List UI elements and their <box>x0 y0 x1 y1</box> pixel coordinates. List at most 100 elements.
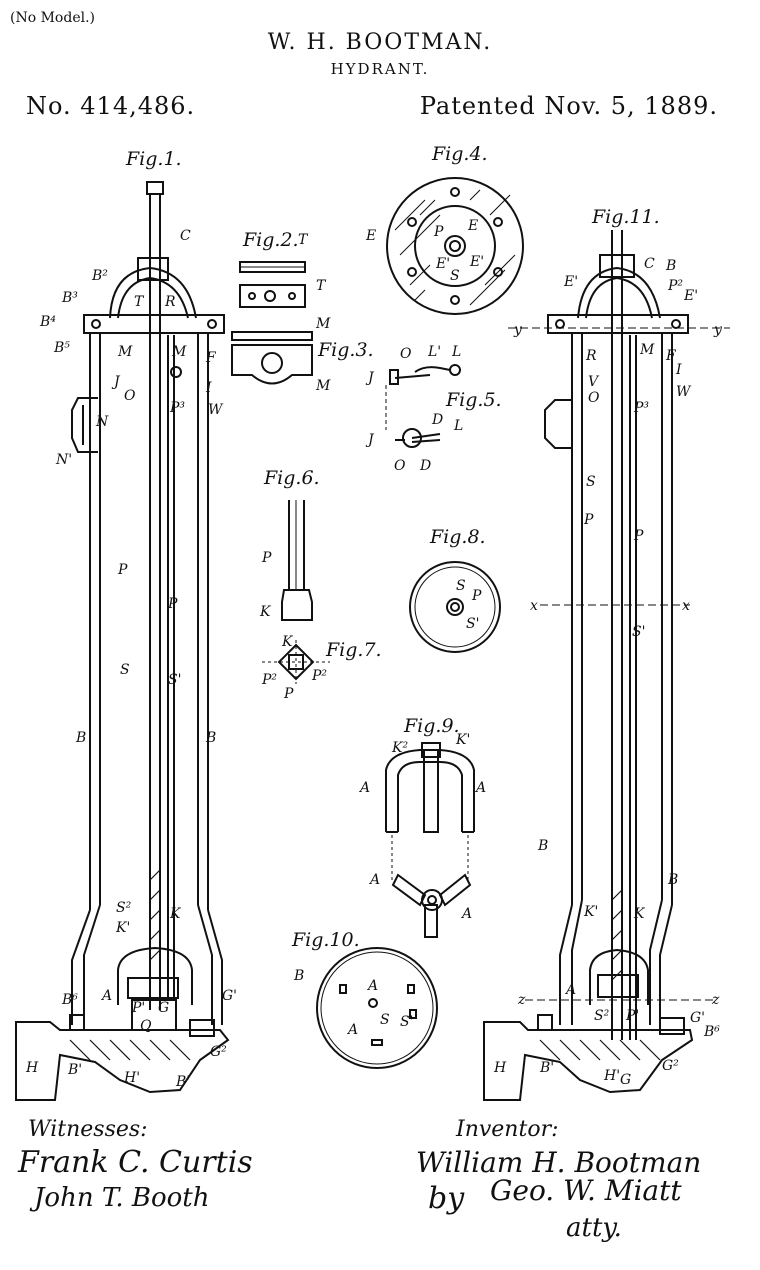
ref-label: G' <box>222 988 237 1004</box>
fig10-labels: B A S S' A <box>293 968 413 1038</box>
fig8-title: Fig.8. <box>429 526 486 548</box>
ref-label: A <box>366 978 378 994</box>
ref-label: N <box>95 414 109 430</box>
ref-label: P³ <box>633 400 649 416</box>
fig4-hatching <box>395 190 515 305</box>
ref-label: G² <box>662 1058 679 1074</box>
ref-label: S' <box>400 1014 413 1030</box>
ref-label: I <box>205 380 212 396</box>
fig3-drawing <box>232 332 312 384</box>
ref-label: D <box>431 412 443 428</box>
ref-label: T <box>316 278 327 294</box>
ref-label: x <box>682 598 690 614</box>
ref-label: T <box>298 232 309 248</box>
ref-label: S <box>380 1012 390 1028</box>
ref-label: K <box>169 906 182 922</box>
ref-label: C <box>644 256 655 272</box>
ref-label: H <box>25 1060 39 1076</box>
fig4-drawing <box>387 178 523 314</box>
ref-label: S <box>586 474 596 490</box>
ref-label: P <box>261 550 272 566</box>
ref-label: F <box>205 350 217 366</box>
ref-label: y <box>513 322 523 338</box>
ref-label: x <box>530 598 538 614</box>
ref-label: B <box>293 968 304 984</box>
fig4-labels: E P E E' E' S <box>365 218 484 284</box>
ref-label: K' <box>115 920 130 936</box>
ref-label: G' <box>690 1010 705 1026</box>
ref-label: B <box>667 872 678 888</box>
fig1-title: Fig.1. <box>125 148 182 170</box>
ref-label: W <box>208 402 224 418</box>
ref-label: G <box>620 1072 631 1088</box>
ref-label: P <box>117 562 128 578</box>
fig11-drawing <box>484 230 730 1100</box>
fig5-title: Fig.5. <box>445 389 502 411</box>
fig8-labels: S P S' <box>456 578 482 632</box>
fig8-drawing <box>410 562 500 652</box>
figure-titles: Fig.1. Fig.2. Fig.3. Fig.4. Fig.5. Fig.6… <box>125 143 660 951</box>
ref-label: M <box>315 378 331 394</box>
ref-label: H' <box>123 1070 140 1086</box>
ref-label: H' <box>603 1068 620 1084</box>
inventor-heading: Inventor: <box>455 1117 559 1142</box>
ref-label: P² <box>311 668 327 684</box>
ref-label: N' <box>55 452 72 468</box>
ref-label: R <box>585 348 597 364</box>
ref-label: B' <box>175 1074 190 1090</box>
ref-label: K² <box>391 740 408 756</box>
ref-label: A <box>358 780 370 796</box>
fig6-labels: P K <box>259 550 272 620</box>
ref-label: B⁵ <box>53 340 70 356</box>
ref-label: K' <box>583 904 598 920</box>
ref-label: E' <box>435 256 450 272</box>
fig9-drawing <box>386 743 474 937</box>
ref-label: P <box>583 512 594 528</box>
ref-label: T <box>134 294 145 310</box>
ref-label: B⁶ <box>61 992 78 1008</box>
ref-label: A <box>346 1022 358 1038</box>
ref-label: S' <box>632 624 645 640</box>
ref-label: P <box>433 224 444 240</box>
fig10-title: Fig.10. <box>291 929 360 951</box>
fig3-title: Fig.3. <box>317 339 374 361</box>
ref-label: J <box>365 432 375 448</box>
ref-label: B' <box>67 1062 82 1078</box>
ref-label: M <box>315 316 331 332</box>
ref-label: S <box>456 578 466 594</box>
ref-label: G² <box>210 1044 227 1060</box>
ref-label: B <box>205 730 216 746</box>
ref-label: B' <box>539 1060 554 1076</box>
fig7-title: Fig.7. <box>325 639 382 661</box>
witnesses-heading: Witnesses: <box>28 1117 148 1142</box>
ref-label: I <box>675 362 682 378</box>
ref-label: P² <box>261 672 277 688</box>
ref-label: O <box>588 390 600 406</box>
fig4-title: Fig.4. <box>431 143 488 165</box>
ref-label: S <box>450 268 460 284</box>
ref-label: B <box>75 730 86 746</box>
ref-label: C <box>180 228 191 244</box>
ref-label: A <box>564 982 576 998</box>
ref-label: J <box>365 370 375 386</box>
ref-label: E <box>365 228 376 244</box>
ref-label: P³ <box>169 400 185 416</box>
fig1-hatching <box>70 870 190 1060</box>
ref-label: V <box>588 374 600 390</box>
ref-label: J <box>111 374 121 390</box>
fig6-drawing <box>282 500 312 620</box>
ref-label: M <box>117 344 133 360</box>
ref-label: M <box>171 344 187 360</box>
ref-label: B³ <box>61 290 78 306</box>
ref-label: E <box>467 218 478 234</box>
ref-label: K <box>633 906 646 922</box>
ref-label: O <box>400 346 412 362</box>
fig11-labels: C B E' P² E' y y R M F I V O W P³ S P P … <box>493 256 723 1088</box>
ref-label: B⁴ <box>39 314 56 330</box>
ref-label: M <box>639 342 655 358</box>
ref-label: B² <box>91 268 108 284</box>
ref-label: S <box>120 662 130 678</box>
by-word: by <box>428 1181 465 1216</box>
ref-label: P' <box>131 1000 145 1016</box>
